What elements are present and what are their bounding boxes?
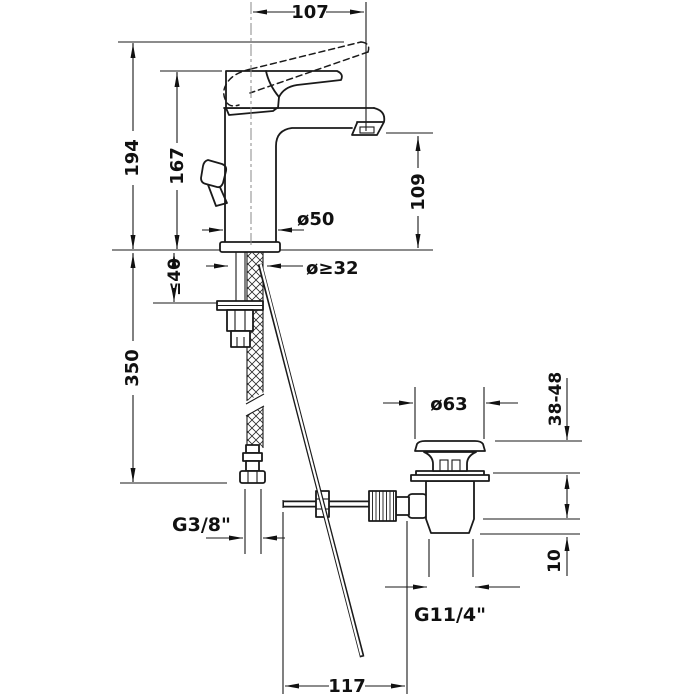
- base-flange: [219, 241, 281, 253]
- handle-group: [223, 41, 370, 116]
- aerator: [359, 126, 375, 134]
- dim-hose-length: 350: [122, 349, 143, 387]
- waste-plug-cap: [414, 440, 486, 452]
- drain-assembly: [368, 440, 490, 534]
- dim-body-height: 167: [167, 147, 188, 185]
- dim-waste-flange-diameter: ø63: [430, 394, 467, 415]
- faucet-group: [200, 41, 490, 658]
- handle-lever: [225, 70, 343, 109]
- pivot-bar: [282, 490, 372, 518]
- handle-raised-dashed: [223, 41, 370, 107]
- dim-rod-offset: 117: [328, 676, 366, 697]
- dimension-annotations: 107 194 167 109 ø50 ø≥32 ≤40: [112, 2, 582, 697]
- supply-group: [216, 252, 266, 484]
- dim-waste-thread: G11/4": [414, 604, 486, 626]
- dim-total-height: 194: [122, 139, 143, 177]
- dim-deck-thickness: ≤40: [165, 258, 185, 296]
- mounting-nut: [226, 309, 254, 332]
- flex-hose: [247, 252, 263, 448]
- dim-spout-reach: 107: [291, 2, 329, 23]
- dim-base-diameter: ø50: [297, 209, 334, 230]
- waste-seat-flange: [410, 474, 490, 482]
- dim-clamping-range: 38-48: [546, 372, 566, 426]
- pop-up-rod: [257, 263, 365, 658]
- dim-supply-thread: G3/8": [172, 514, 231, 536]
- waste-body: [425, 480, 475, 534]
- dim-hole-diameter: ø≥32: [306, 258, 359, 279]
- knurled-adjuster: [368, 490, 397, 522]
- supply-connector-nut: [239, 470, 266, 484]
- pop-up-knob: [200, 159, 228, 207]
- dim-outlet-height: 109: [408, 173, 429, 211]
- dim-thread-projection: 10: [545, 549, 565, 573]
